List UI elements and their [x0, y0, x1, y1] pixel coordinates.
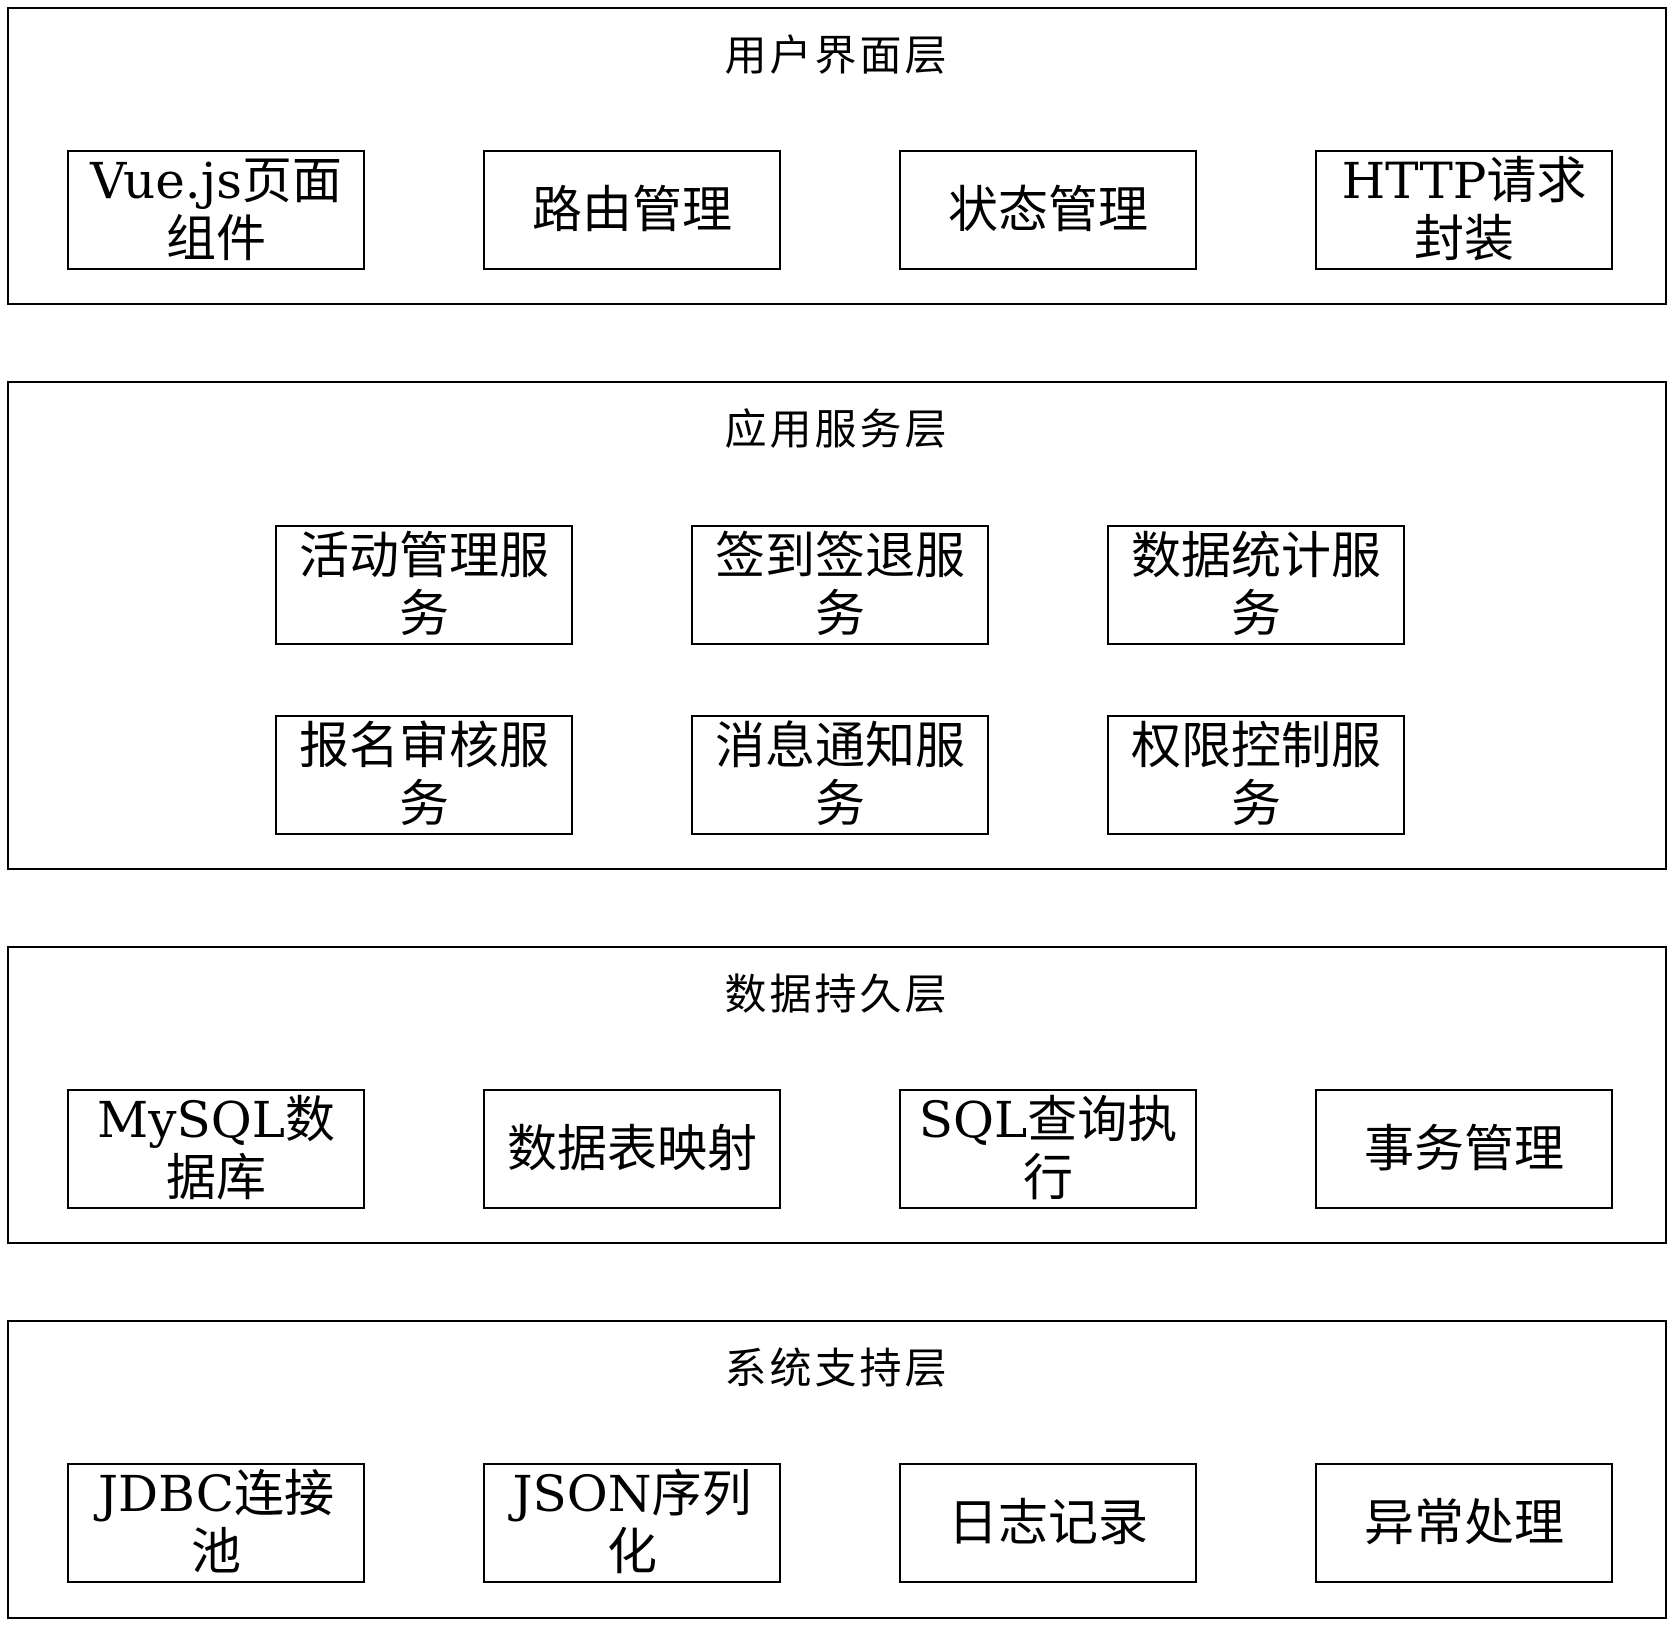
component-box: 日志记录 — [899, 1463, 1197, 1583]
service-label: 消息通知服务 — [715, 717, 965, 833]
service-label: 权限控制服务 — [1131, 717, 1381, 833]
layer-application-service: 应用服务层 活动管理服务 签到签退服务 数据统计服务 报名审核服务 消息通知服务… — [7, 381, 1667, 870]
layer-data-persistence: 数据持久层 MySQL数据库 数据表映射 SQL查询执行 事务管理 — [7, 946, 1667, 1244]
layer-system-support: 系统支持层 JDBC连接池 JSON序列化 日志记录 异常处理 — [7, 1320, 1667, 1619]
component-label: JDBC连接池 — [97, 1465, 335, 1581]
component-label: HTTP请求封装 — [1341, 152, 1587, 268]
component-box: 数据表映射 — [483, 1089, 781, 1209]
service-box: 活动管理服务 — [275, 525, 573, 645]
component-box: 状态管理 — [899, 150, 1197, 270]
component-label: JSON序列化 — [512, 1465, 752, 1581]
component-box: Vue.js页面组件 — [67, 150, 365, 270]
layer-title: 数据持久层 — [724, 970, 950, 1019]
component-box: SQL查询执行 — [899, 1089, 1197, 1209]
service-label: 报名审核服务 — [299, 717, 549, 833]
layer-title: 用户界面层 — [724, 31, 950, 80]
layer-title: 系统支持层 — [724, 1344, 950, 1393]
service-label: 签到签退服务 — [715, 527, 965, 643]
service-label: 数据统计服务 — [1131, 527, 1381, 643]
component-label: Vue.js页面组件 — [90, 152, 342, 268]
service-box: 数据统计服务 — [1107, 525, 1405, 645]
component-label: SQL查询执行 — [918, 1091, 1178, 1207]
service-box: 签到签退服务 — [691, 525, 989, 645]
component-box: HTTP请求封装 — [1315, 150, 1613, 270]
component-box: MySQL数据库 — [67, 1089, 365, 1209]
component-label: 状态管理 — [948, 181, 1148, 239]
component-box: 事务管理 — [1315, 1089, 1613, 1209]
component-box: 路由管理 — [483, 150, 781, 270]
layer-title: 应用服务层 — [724, 405, 950, 454]
service-box: 权限控制服务 — [1107, 715, 1405, 835]
component-box: JDBC连接池 — [67, 1463, 365, 1583]
component-label: 路由管理 — [532, 181, 732, 239]
component-label: 异常处理 — [1364, 1494, 1564, 1552]
component-label: 数据表映射 — [507, 1120, 757, 1178]
layer-user-interface: 用户界面层 Vue.js页面组件 路由管理 状态管理 HTTP请求封装 — [7, 7, 1667, 305]
component-label: 事务管理 — [1364, 1120, 1564, 1178]
service-box: 消息通知服务 — [691, 715, 989, 835]
component-box: JSON序列化 — [483, 1463, 781, 1583]
service-label: 活动管理服务 — [299, 527, 549, 643]
component-label: MySQL数据库 — [97, 1091, 335, 1207]
component-label: 日志记录 — [948, 1494, 1148, 1552]
component-box: 异常处理 — [1315, 1463, 1613, 1583]
service-box: 报名审核服务 — [275, 715, 573, 835]
